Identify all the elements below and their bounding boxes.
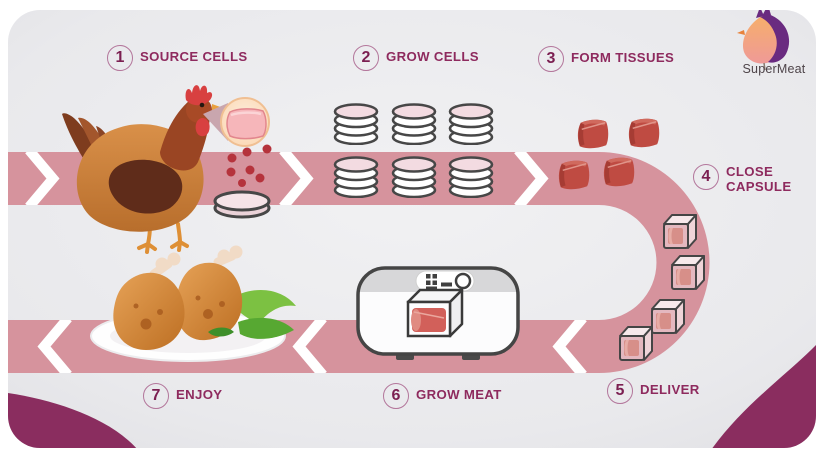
- petri-dish-icon: [213, 190, 271, 219]
- step-label: SOURCE CELLS: [140, 49, 248, 64]
- meat-cube-icon: [628, 118, 660, 148]
- step-7-enjoy: 7 ENJOY: [143, 383, 222, 409]
- capsule-cube-icon: [651, 299, 685, 334]
- grow-machine-icon: [356, 266, 520, 360]
- step-number-badge: 7: [143, 383, 169, 409]
- petri-stack-icon: [391, 103, 437, 145]
- step-3-form-tissues: 3 FORM TISSUES: [538, 46, 674, 72]
- petri-stack-icon: [448, 156, 494, 198]
- corner-accent-bottom-right: [711, 344, 816, 448]
- step-2-grow-cells: 2 GROW CELLS: [353, 45, 479, 71]
- chicken-icon: [62, 85, 226, 254]
- corner-accent-bottom-left: [8, 393, 138, 448]
- chevron-left-icon: [552, 314, 587, 373]
- step-label: FORM TISSUES: [571, 50, 675, 65]
- meat-cube-icon: [603, 157, 635, 187]
- petri-stack-icon: [333, 156, 379, 198]
- step-label: DELIVER: [640, 382, 700, 397]
- meat-cube-icon: [558, 160, 590, 190]
- step-number-badge: 1: [107, 45, 133, 71]
- step-label: CLOSE CAPSULE: [726, 164, 792, 194]
- step-6-grow-meat: 6 GROW MEAT: [383, 383, 502, 409]
- supermeat-logo-icon: [737, 10, 790, 71]
- chevron-left-icon: [37, 314, 72, 373]
- chevron-left-icon: [292, 314, 327, 373]
- chevron-right-icon: [514, 152, 549, 211]
- step-1-source-cells: 1 SOURCE CELLS: [107, 45, 248, 71]
- step-4-close-capsule: 4 CLOSE CAPSULE: [693, 164, 794, 195]
- petri-stack-icon: [448, 103, 494, 145]
- step-number-badge: 2: [353, 45, 379, 71]
- capsule-cube-icon: [671, 255, 705, 290]
- capsule-cube-icon: [619, 326, 653, 361]
- step-label: GROW CELLS: [386, 49, 479, 64]
- chevron-right-icon: [25, 152, 60, 211]
- step-5-deliver: 5 DELIVER: [607, 378, 700, 404]
- step-label: ENJOY: [176, 387, 223, 402]
- tissue-callout-icon: [203, 97, 270, 147]
- chevron-right-icon: [279, 152, 314, 211]
- meal-plate-icon: [90, 245, 296, 362]
- step-number-badge: 5: [607, 378, 633, 404]
- petri-stack-icon: [333, 103, 379, 145]
- flow-chevrons: [25, 152, 587, 373]
- step-label: GROW MEAT: [416, 387, 502, 402]
- brand-wordmark: SuperMeat: [742, 62, 806, 76]
- meat-cube-icon: [577, 119, 609, 149]
- cells-dots-icon: [226, 144, 272, 187]
- step-number-badge: 3: [538, 46, 564, 72]
- step-number-badge: 4: [693, 164, 719, 190]
- step-number-badge: 6: [383, 383, 409, 409]
- petri-stack-icon: [391, 156, 437, 198]
- capsule-cube-icon: [663, 214, 697, 249]
